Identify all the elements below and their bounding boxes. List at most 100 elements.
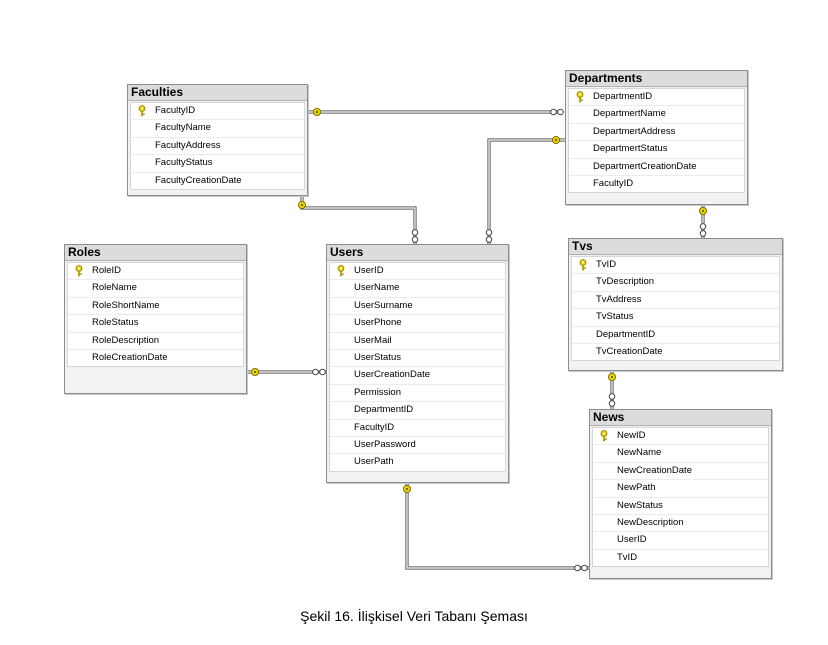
primary-key-icon <box>599 428 611 444</box>
table-title: Tvs <box>569 239 782 255</box>
column-row[interactable]: UserCreationDate <box>330 367 505 385</box>
one-end-icon <box>250 367 259 376</box>
column-row[interactable]: NewStatus <box>593 498 768 515</box>
column-row[interactable]: NewCreationDate <box>593 463 768 481</box>
column-name: TvDescription <box>596 276 655 288</box>
column-name: UserSurname <box>354 299 413 311</box>
column-row[interactable]: TvID <box>572 257 779 275</box>
column-row[interactable]: DepartmertAddress <box>569 124 744 142</box>
column-row[interactable]: TvDescription <box>572 274 779 292</box>
column-row[interactable]: UserMail <box>330 333 505 350</box>
column-row[interactable]: FacultyAddress <box>131 138 304 156</box>
column-row[interactable]: DepartmertName <box>569 106 744 124</box>
column-name: UserName <box>354 282 400 294</box>
column-row[interactable]: DepartmentID <box>330 402 505 420</box>
column-row[interactable]: TvAddress <box>572 292 779 310</box>
column-row[interactable]: UserPassword <box>330 437 505 455</box>
column-row[interactable]: FacultyName <box>131 120 304 138</box>
column-row[interactable]: UserSurname <box>330 298 505 316</box>
primary-key-icon <box>336 263 348 279</box>
column-row[interactable]: UserName <box>330 280 505 298</box>
column-name: RoleCreationDate <box>92 351 168 363</box>
column-row[interactable]: NewPath <box>593 480 768 498</box>
column-name: NewCreationDate <box>617 464 692 476</box>
column-name: DepartmentID <box>596 328 656 340</box>
relationship-line <box>300 194 417 244</box>
relationship-line <box>487 138 565 244</box>
primary-key-icon <box>137 103 149 119</box>
column-row[interactable]: FacultyID <box>569 176 744 192</box>
column-name: UserStatus <box>354 351 401 363</box>
column-row[interactable]: RoleName <box>68 280 243 298</box>
column-name: FacultyCreationDate <box>155 174 242 186</box>
column-row[interactable]: TvCreationDate <box>572 344 779 360</box>
column-name: UserPassword <box>354 438 416 450</box>
figure-caption: Şekil 16. İlişkisel Veri Tabanı Şeması <box>300 608 528 624</box>
column-row[interactable]: TvStatus <box>572 309 779 327</box>
relationship-line-inner <box>406 481 589 569</box>
column-row[interactable]: UserID <box>330 263 505 281</box>
column-row[interactable]: RoleDescription <box>68 333 243 350</box>
column-row[interactable]: FacultyCreationDate <box>131 173 304 189</box>
column-name: RoleShortName <box>92 299 160 311</box>
column-row[interactable]: RoleID <box>68 263 243 281</box>
column-row[interactable]: Permission <box>330 385 505 403</box>
column-row[interactable]: DepartmertCreationDate <box>569 159 744 176</box>
column-name: FacultyID <box>155 105 196 116</box>
column-row[interactable]: RoleStatus <box>68 315 243 333</box>
column-name: TvStatus <box>596 311 634 323</box>
one-end-icon <box>699 206 708 215</box>
many-end-icon <box>312 368 326 376</box>
column-name: DepartmertAddress <box>593 125 676 137</box>
column-row[interactable]: FacultyID <box>330 420 505 437</box>
one-end-icon <box>312 108 321 117</box>
one-end-icon <box>552 135 561 144</box>
primary-key-icon <box>578 257 590 273</box>
column-row[interactable]: FacultyID <box>131 103 304 121</box>
column-row[interactable]: UserPath <box>330 454 505 470</box>
table-title: Faculties <box>128 85 307 101</box>
column-name: TvAddress <box>596 293 642 305</box>
column-row[interactable]: UserPhone <box>330 315 505 333</box>
column-row[interactable]: UserStatus <box>330 350 505 368</box>
column-row[interactable]: RoleCreationDate <box>68 350 243 366</box>
column-row[interactable]: DepartmertStatus <box>569 141 744 159</box>
column-name: RoleName <box>92 282 137 294</box>
column-row[interactable]: NewID <box>593 428 768 446</box>
column-row[interactable]: RoleShortName <box>68 298 243 316</box>
column-row[interactable]: FacultyStatus <box>131 155 304 173</box>
column-name: RoleID <box>92 265 122 276</box>
column-name: FacultyID <box>593 177 634 189</box>
column-row[interactable]: NewName <box>593 445 768 463</box>
column-row[interactable]: NewDescription <box>593 515 768 533</box>
column-row[interactable]: DepartmentID <box>572 327 779 344</box>
column-row[interactable]: UserID <box>593 532 768 550</box>
column-name: Permission <box>354 386 401 398</box>
column-row[interactable]: TvID <box>593 550 768 566</box>
relationship-line-inner <box>488 139 565 244</box>
column-name: NewID <box>617 430 646 441</box>
column-name: NewPath <box>617 482 656 494</box>
relationship-line-inner <box>301 194 416 244</box>
column-name: NewStatus <box>617 499 663 511</box>
column-name: DepartmertStatus <box>593 143 668 155</box>
primary-key-icon <box>74 263 86 279</box>
column-name: RoleDescription <box>92 334 160 346</box>
column-name: FacultyName <box>155 122 211 134</box>
column-row[interactable]: DepartmentID <box>569 89 744 107</box>
column-name: RoleStatus <box>92 317 139 329</box>
many-end-icon <box>574 564 588 572</box>
